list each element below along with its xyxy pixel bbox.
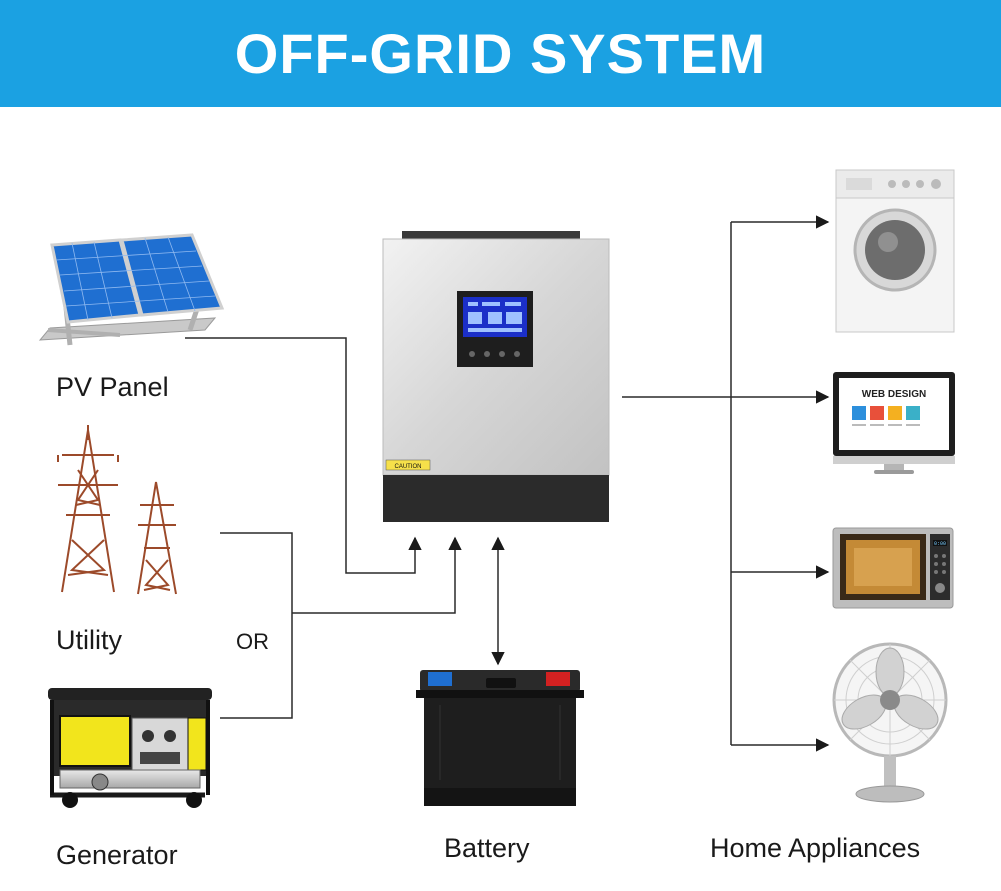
title-banner: OFF-GRID SYSTEM [0,0,1001,107]
monitor-heading: WEB DESIGN [862,389,926,400]
utility-label: Utility [56,625,122,655]
utility-line [220,532,293,719]
battery-label: Battery [444,833,530,863]
caution-label: CAUTION [395,464,422,470]
pv-panel-label: PV Panel [56,372,169,402]
generator-label: Generator [56,840,178,870]
microwave-icon: 0:00 [832,527,954,609]
pv-line [185,337,422,574]
battery-icon [416,670,584,806]
microwave-clock: 0:00 [934,541,946,547]
home-appliances-label: Home Appliances [710,833,921,863]
monitor-icon: WEB DESIGN [833,372,955,474]
power-tower-icon [57,425,177,595]
solar-panel-icon [38,233,225,346]
connection-lines [185,215,830,752]
washing-machine-icon [835,169,955,333]
or-label: OR [236,629,269,654]
page-title: OFF-GRID SYSTEM [234,22,767,85]
fan-icon [832,642,948,803]
generator-icon [48,688,212,808]
source-merge-line [292,536,462,614]
inverter-icon: CAUTION [382,231,610,522]
